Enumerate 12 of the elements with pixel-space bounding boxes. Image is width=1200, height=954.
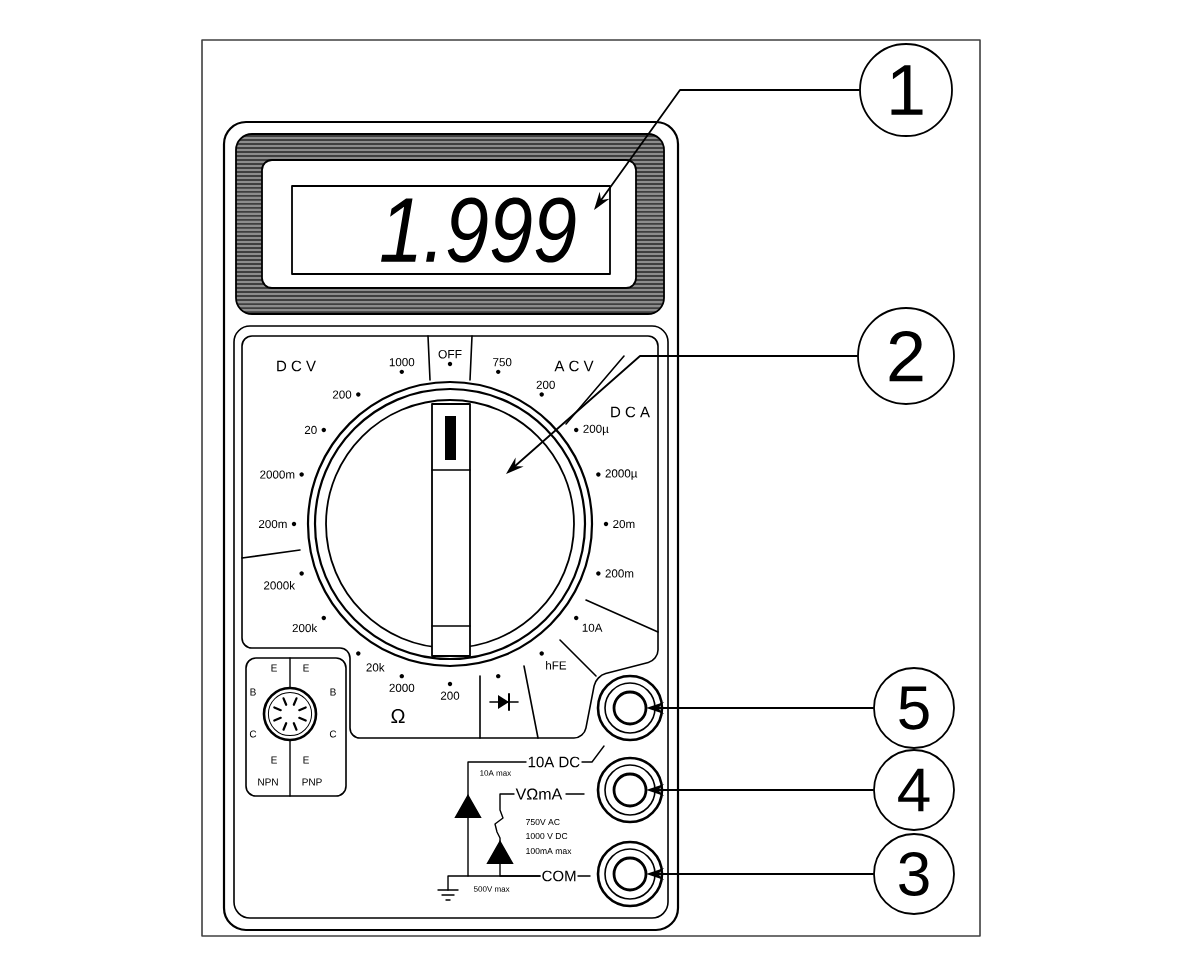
input-jack	[596, 674, 664, 742]
callout-number: 5	[873, 667, 955, 749]
callout-number: 3	[873, 833, 955, 915]
input-jack	[596, 840, 664, 908]
wire-line	[486, 793, 541, 877]
jack-label: VΩmA	[515, 788, 563, 800]
section-label: Ω	[391, 709, 405, 723]
callout-number: 1	[859, 43, 953, 137]
input-jack	[596, 756, 664, 824]
callout-number: 4	[873, 749, 955, 831]
callout-number: 2	[857, 307, 955, 405]
lcd-display: 1.999	[291, 185, 611, 275]
